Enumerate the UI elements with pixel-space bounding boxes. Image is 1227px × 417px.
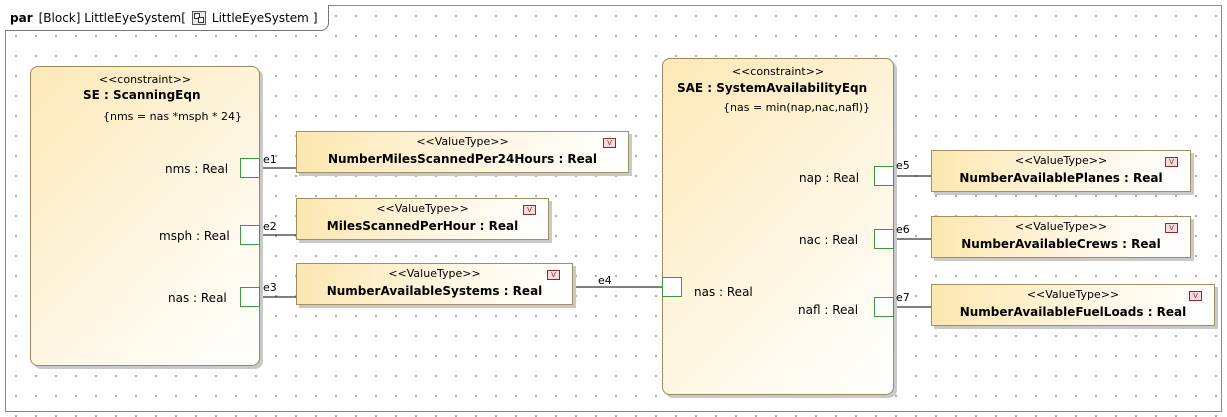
constraint-expression: {nms = nas *msph * 24}	[103, 110, 242, 123]
value-type-name: NumberMilesScannedPer24Hours : Real	[327, 152, 598, 166]
value-type-number-available-systems[interactable]: <<ValueType>> V NumberAvailableSystems :…	[296, 263, 573, 305]
diagram-block-name: LittleEyeSystem	[211, 10, 309, 25]
parameter-port-nap[interactable]	[874, 166, 894, 186]
diagram-kind: par	[10, 10, 33, 25]
parameter-port-msph[interactable]	[240, 225, 260, 245]
parameter-port-nms[interactable]	[240, 158, 260, 178]
constraint-expression: {nas = min(nap,nac,nafl)}	[723, 101, 871, 114]
value-type-name: NumberAvailableFuelLoads : Real	[959, 305, 1187, 319]
value-type-stereotype: <<ValueType>>	[1014, 154, 1108, 167]
value-type-stereotype: <<ValueType>>	[1014, 220, 1108, 233]
diagram-close-bracket: ]	[312, 10, 318, 25]
connector-label-e5: e5	[896, 159, 910, 172]
parameter-label-nafl: nafl : Real	[798, 303, 859, 317]
value-type-number-available-planes[interactable]: <<ValueType>> V NumberAvailablePlanes : …	[931, 150, 1191, 192]
value-type-icon: V	[603, 138, 616, 148]
value-type-name: MilesScannedPerHour : Real	[326, 219, 519, 233]
value-type-icon: V	[1165, 157, 1178, 167]
connector-label-e3: e3	[263, 281, 277, 294]
connector-label-e7: e7	[896, 291, 910, 304]
parameter-label-nas: nas : Real	[694, 285, 753, 299]
value-type-stereotype: <<ValueType>>	[416, 135, 509, 148]
constraint-name: SE : ScanningEqn	[83, 88, 201, 102]
block-icon	[191, 10, 206, 25]
parameter-port-nafl[interactable]	[874, 297, 894, 317]
connector-label-e2: e2	[263, 220, 277, 233]
constraint-stereotype: <<constraint>>	[731, 65, 825, 78]
connector-label-e4: e4	[598, 274, 612, 287]
value-type-icon: V	[547, 270, 560, 280]
parameter-label-nas: nas : Real	[168, 291, 227, 305]
constraint-block-scanning-eqn[interactable]: <<constraint>> SE : ScanningEqn {nms = n…	[30, 66, 260, 366]
value-type-icon: V	[1189, 291, 1202, 301]
value-type-name: NumberAvailableCrews : Real	[961, 237, 1161, 251]
parameter-port-nas-input[interactable]	[662, 277, 682, 297]
value-type-miles-scanned-per-hour[interactable]: <<ValueType>> V MilesScannedPerHour : Re…	[296, 198, 549, 240]
diagram-frame	[5, 5, 1222, 412]
parameter-label-nap: nap : Real	[799, 171, 860, 185]
connector-label-e6: e6	[896, 223, 910, 236]
parameter-label-nms: nms : Real	[165, 162, 229, 176]
parameter-port-nac[interactable]	[874, 229, 894, 249]
value-type-name: NumberAvailablePlanes : Real	[959, 171, 1163, 185]
parameter-label-nac: nac : Real	[799, 233, 859, 247]
value-type-number-available-crews[interactable]: <<ValueType>> V NumberAvailableCrews : R…	[931, 216, 1191, 258]
connector-label-e1: e1	[263, 153, 277, 166]
value-type-stereotype: <<ValueType>>	[388, 267, 481, 280]
constraint-stereotype: <<constraint>>	[98, 73, 192, 86]
value-type-name: NumberAvailableSystems : Real	[326, 284, 543, 298]
diagram-context: [Block] LittleEyeSystem[	[38, 10, 186, 25]
parameter-port-nas[interactable]	[240, 287, 260, 307]
value-type-number-miles-scanned-per-24-hours[interactable]: <<ValueType>> V NumberMilesScannedPer24H…	[296, 131, 629, 173]
parameter-label-msph: msph : Real	[159, 229, 230, 243]
constraint-name: SAE : SystemAvailabilityEqn	[677, 81, 868, 95]
value-type-icon: V	[523, 205, 536, 215]
value-type-number-available-fuel-loads[interactable]: <<ValueType>> V NumberAvailableFuelLoads…	[931, 284, 1215, 326]
value-type-stereotype: <<ValueType>>	[1026, 288, 1120, 301]
constraint-block-system-availability-eqn[interactable]: <<constraint>> SAE : SystemAvailabilityE…	[662, 58, 894, 395]
diagram-frame-header[interactable]: par [Block] LittleEyeSystem[ LittleEyeSy…	[5, 5, 329, 31]
value-type-icon: V	[1165, 223, 1178, 233]
value-type-stereotype: <<ValueType>>	[376, 202, 469, 215]
